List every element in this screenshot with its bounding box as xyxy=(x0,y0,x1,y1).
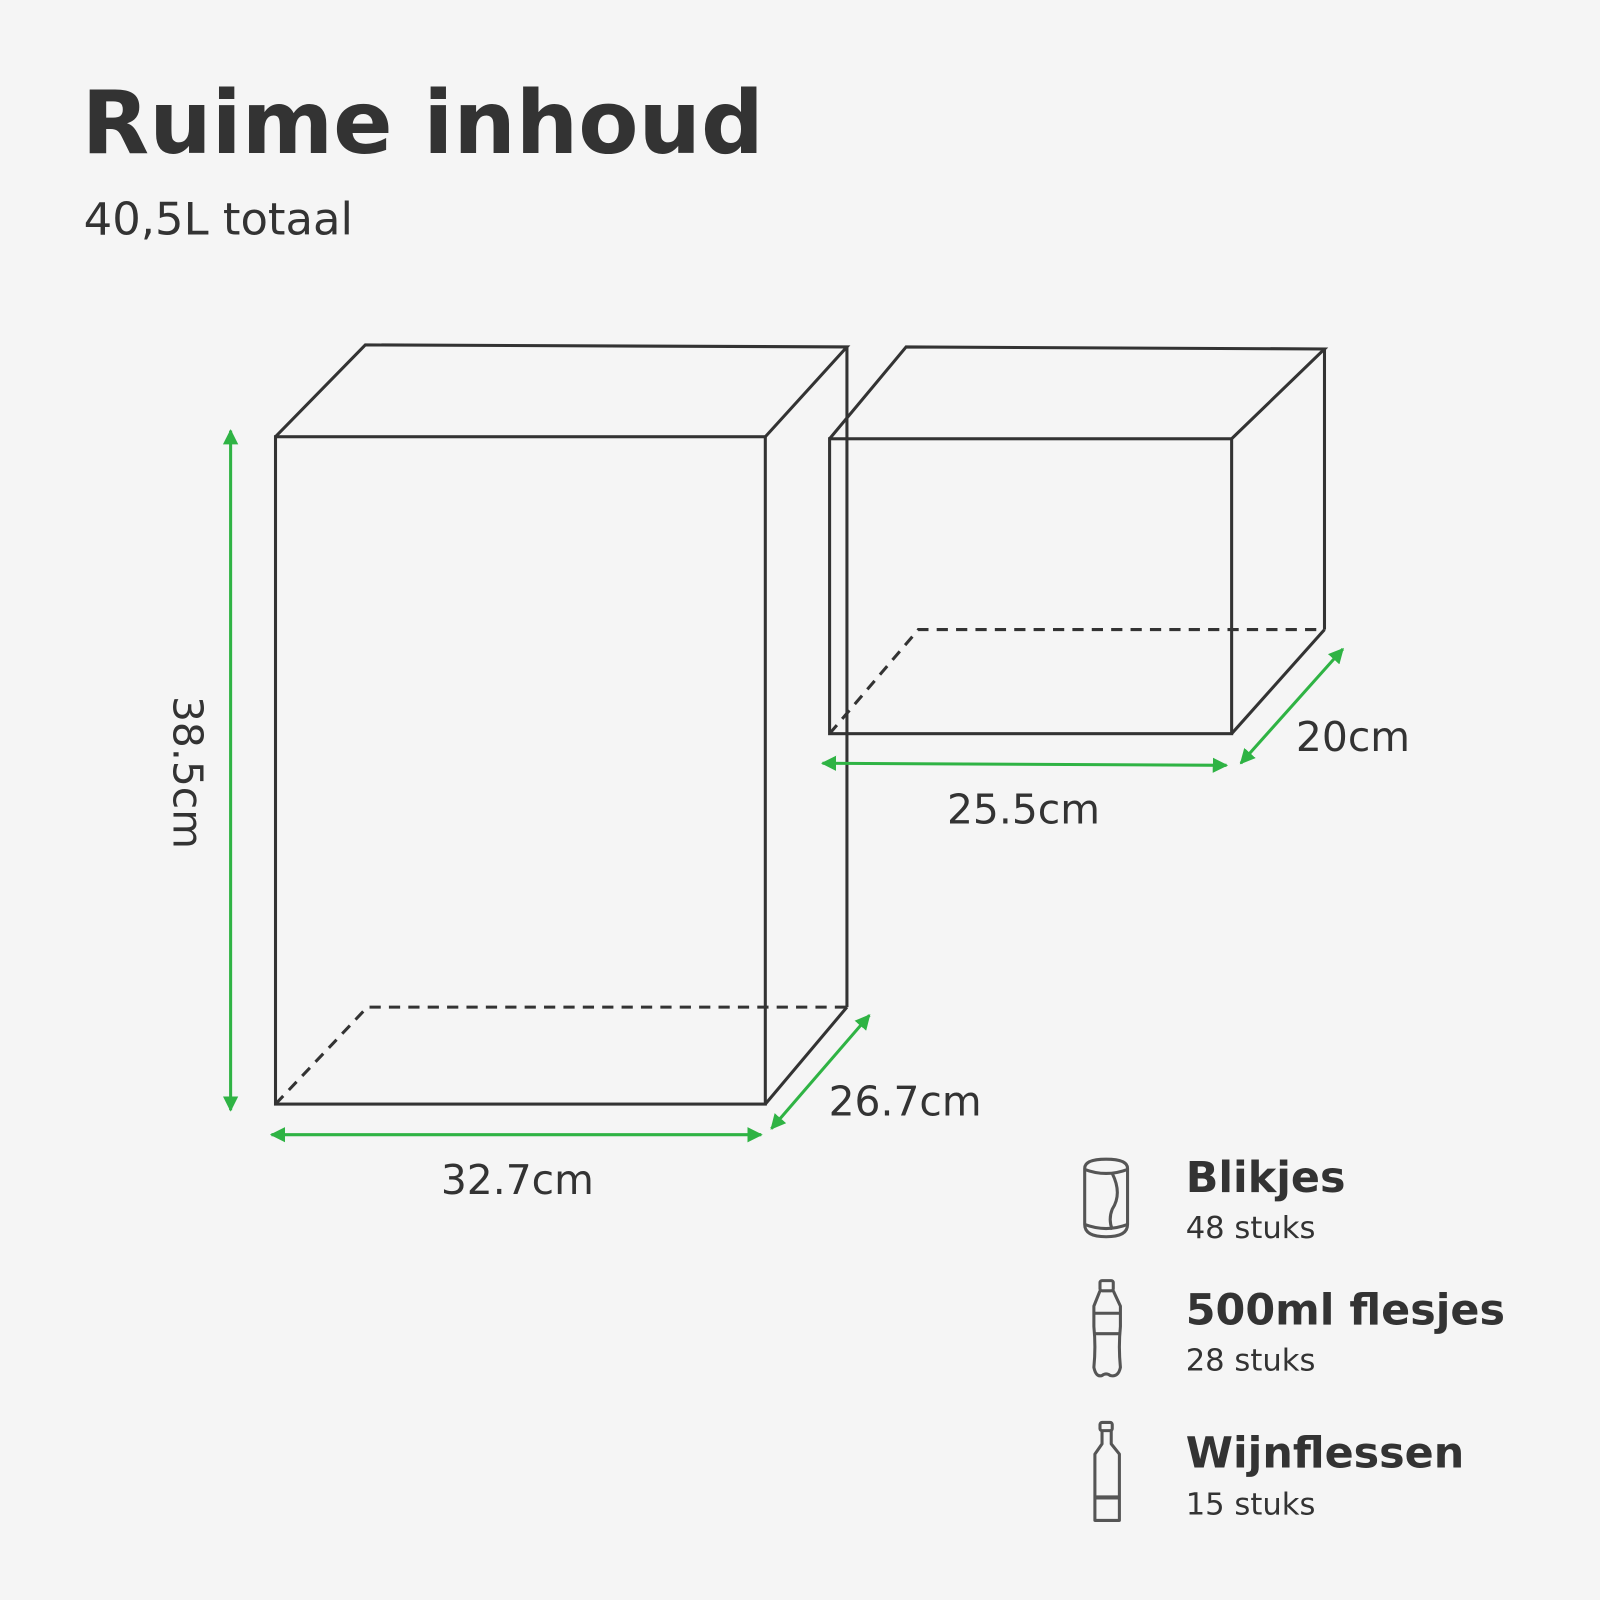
capacity-label: Blikjes xyxy=(1186,1153,1346,1203)
capacity-item-wine: Wijnflessen 15 stuks xyxy=(1186,1428,1465,1522)
small-depth-label: 20cm xyxy=(1296,713,1410,761)
capacity-item-bottles: 500ml flesjes 28 stuks xyxy=(1186,1285,1505,1378)
capacity-count: 15 stuks xyxy=(1186,1487,1316,1522)
small-width-label: 25.5cm xyxy=(947,785,1100,833)
wine-bottle-icon xyxy=(1093,1420,1121,1522)
small-compartment-box xyxy=(828,345,1329,736)
page-title: Ruime inhoud xyxy=(82,72,764,174)
page-subtitle: 40,5L totaal xyxy=(84,193,353,246)
depth-arrow xyxy=(770,1014,871,1130)
capacity-count: 28 stuks xyxy=(1186,1343,1316,1378)
soda-bottle-icon xyxy=(1092,1279,1122,1378)
large-depth-label: 26.7cm xyxy=(829,1077,982,1125)
large-width-label: 32.7cm xyxy=(441,1156,594,1204)
capacity-count: 48 stuks xyxy=(1186,1211,1316,1246)
capacity-label: 500ml flesjes xyxy=(1186,1285,1505,1335)
small-width-arrow xyxy=(820,755,1229,773)
can-icon xyxy=(1083,1157,1130,1239)
capacity-item-cans: Blikjes 48 stuks xyxy=(1186,1153,1346,1246)
large-compartment-box xyxy=(273,343,851,1106)
capacity-label: Wijnflessen xyxy=(1186,1428,1465,1478)
large-height-label: 38.5cm xyxy=(163,696,211,849)
small-depth-arrow xyxy=(1239,647,1344,765)
